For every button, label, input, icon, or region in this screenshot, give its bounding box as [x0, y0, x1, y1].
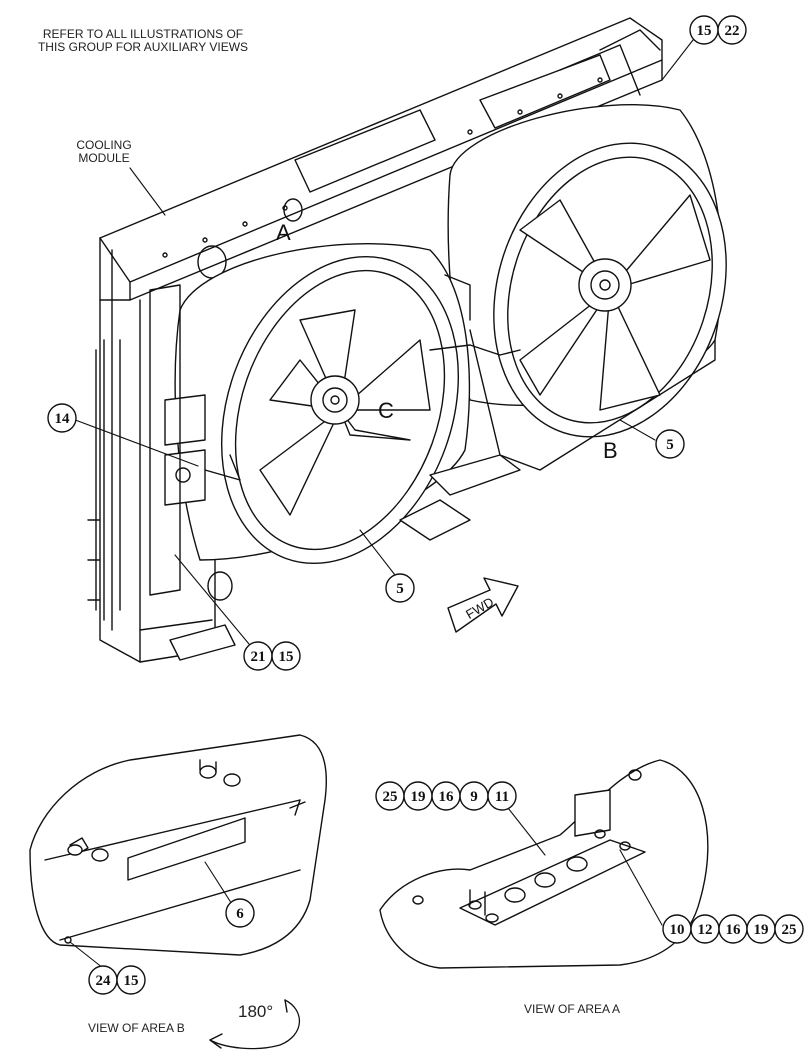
callout-numbers: 15 22 14 5 5 21 15 6 24 15 25 19 16 9 11… [55, 23, 797, 989]
callout-19-a: 19 [411, 789, 426, 805]
callout-15-lower: 15 [279, 649, 294, 665]
rotation-label: 180° [238, 1002, 274, 1021]
cooling-module-label: COOLING MODULE [62, 139, 146, 165]
refer-note: REFER TO ALL ILLUSTRATIONS OF THIS GROUP… [18, 28, 268, 54]
callout-15-top: 15 [697, 23, 712, 39]
leader-lines [69, 39, 694, 651]
callout-11: 11 [495, 789, 509, 805]
fan-shroud-right [447, 104, 727, 471]
view-area-b-caption: VIEW OF AREA B [88, 1021, 185, 1035]
cooling-module-frame [87, 17, 663, 663]
fwd-arrow-shape [447, 577, 519, 633]
callout-10: 10 [670, 922, 685, 938]
callout-22-top: 22 [725, 23, 740, 39]
callout-25-b: 25 [782, 922, 797, 938]
refer-note-line2: THIS GROUP FOR AUXILIARY VIEWS [37, 40, 249, 54]
callout-9: 9 [470, 789, 478, 805]
view-area-a-drawing [379, 759, 709, 969]
fan-shroud-left [169, 243, 521, 661]
callout-15-view-b: 15 [124, 973, 139, 989]
view-area-a-caption: VIEW OF AREA A [524, 1002, 621, 1016]
cooling-module-line2: MODULE [78, 151, 130, 165]
view-area-b-drawing [29, 734, 327, 1050]
callout-circles [47, 15, 804, 995]
callout-12: 12 [698, 922, 713, 938]
callout-16-b: 16 [726, 922, 742, 938]
callout-19-b: 19 [754, 922, 769, 938]
callout-24: 24 [96, 973, 112, 989]
callout-14: 14 [55, 411, 71, 427]
area-letter-b: B [603, 438, 618, 463]
callout-21: 21 [251, 649, 266, 665]
callout-5-b: 5 [666, 437, 674, 453]
cooling-module-line1: COOLING [76, 138, 132, 152]
callout-6: 6 [236, 906, 244, 922]
callout-25-a: 25 [383, 789, 398, 805]
callout-5-c: 5 [396, 581, 404, 597]
area-letter-a: A [276, 220, 291, 245]
refer-note-line1: REFER TO ALL ILLUSTRATIONS OF [42, 27, 244, 41]
callout-16-a: 16 [439, 789, 455, 805]
area-letter-c: C [378, 398, 394, 423]
side-bracket [149, 284, 241, 596]
